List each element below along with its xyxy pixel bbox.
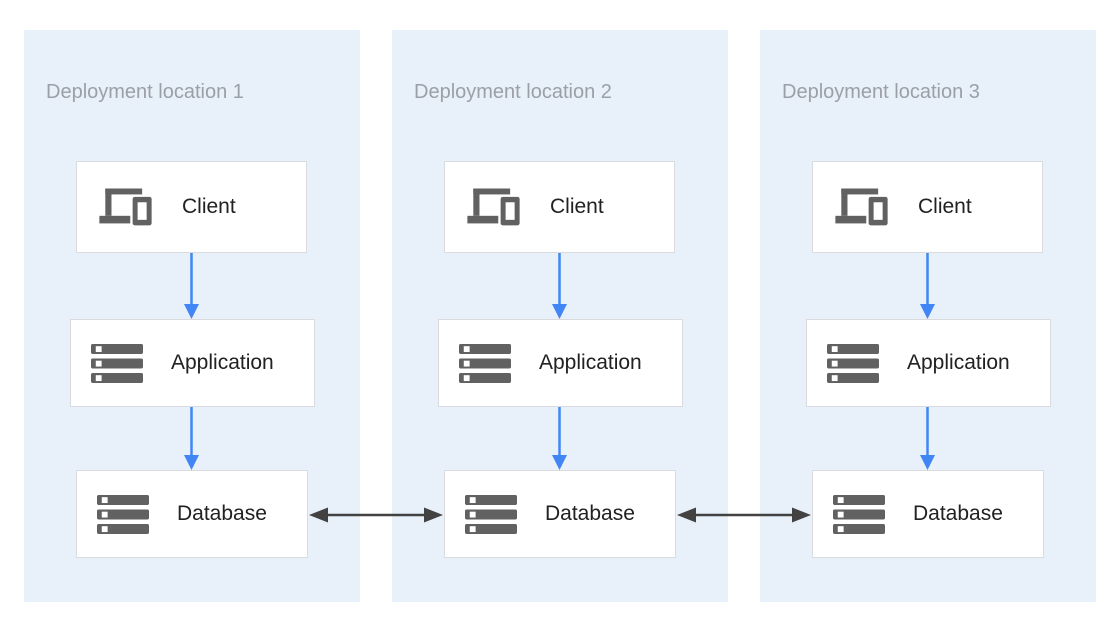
arrow-application-to-database: [552, 407, 567, 470]
arrow-application-to-database: [920, 407, 935, 470]
arrow-database1-database2-bidirectional: [309, 507, 443, 523]
server-stack-icon: [833, 494, 885, 534]
panel-title: Deployment location 2: [414, 81, 612, 103]
server-stack-icon: [97, 494, 149, 534]
panel-deployment-location-3: Deployment location 3 Client: [760, 30, 1096, 602]
node-label: Application: [171, 351, 274, 374]
node-label: Client: [550, 195, 604, 218]
node-label: Application: [907, 351, 1010, 374]
devices-icon: [465, 186, 522, 229]
node-label: Client: [182, 195, 236, 218]
application-node: Application: [438, 319, 683, 407]
application-node: Application: [70, 319, 315, 407]
panel-deployment-location-2: Deployment location 2 Client: [392, 30, 728, 602]
panel-deployment-location-1: Deployment location 1 Client: [24, 30, 360, 602]
node-label: Database: [913, 502, 1003, 525]
arrow-client-to-application: [552, 253, 567, 319]
arrow-database2-database3-bidirectional: [677, 507, 811, 523]
server-stack-icon: [465, 494, 517, 534]
database-node: Database: [812, 470, 1044, 558]
database-node: Database: [76, 470, 308, 558]
node-label: Database: [177, 502, 267, 525]
arrow-client-to-application: [920, 253, 935, 319]
devices-icon: [97, 186, 154, 229]
node-label: Application: [539, 351, 642, 374]
server-stack-icon: [459, 343, 511, 383]
server-stack-icon: [91, 343, 143, 383]
client-node: Client: [76, 161, 307, 253]
panel-title: Deployment location 1: [46, 81, 244, 103]
client-node: Client: [444, 161, 675, 253]
arrow-application-to-database: [184, 407, 199, 470]
panel-title: Deployment location 3: [782, 81, 980, 103]
node-label: Client: [918, 195, 972, 218]
devices-icon: [833, 186, 890, 229]
database-node: Database: [444, 470, 676, 558]
node-label: Database: [545, 502, 635, 525]
application-node: Application: [806, 319, 1051, 407]
arrow-client-to-application: [184, 253, 199, 319]
client-node: Client: [812, 161, 1043, 253]
server-stack-icon: [827, 343, 879, 383]
